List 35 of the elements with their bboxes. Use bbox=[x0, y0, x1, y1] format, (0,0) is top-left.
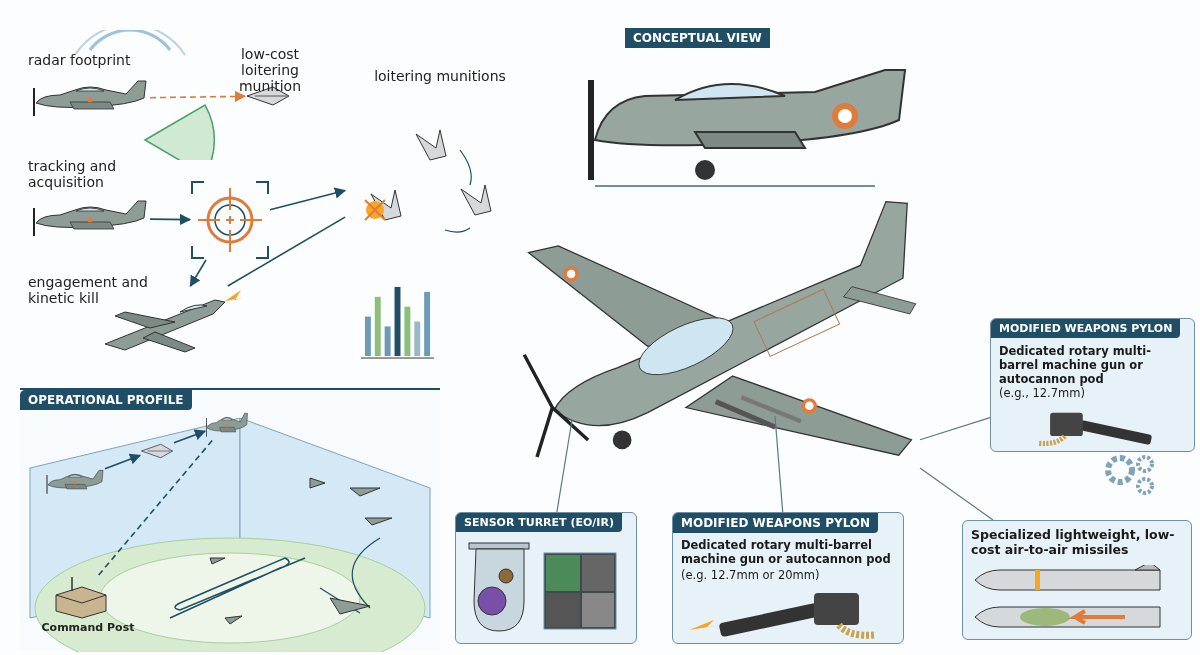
panel-text: Dedicated rotary multi-barrel machine gun or autocannon pod bbox=[681, 539, 892, 567]
callout-panel bbox=[962, 520, 1192, 640]
drone-icon bbox=[140, 442, 174, 460]
node-label: low-cost loitering munition bbox=[237, 46, 303, 95]
arrow bbox=[189, 259, 207, 287]
panel-text: Specialized lightweight, low-cost air-to-air missiles bbox=[971, 527, 1176, 557]
node-label: loitering munitions bbox=[373, 68, 507, 85]
target-reticle-icon bbox=[190, 180, 270, 260]
node-label: radar footprint bbox=[28, 52, 132, 69]
leader-line bbox=[919, 417, 991, 441]
aircraft-icon bbox=[205, 410, 249, 440]
node-label: Command Post bbox=[40, 622, 136, 635]
arrow bbox=[269, 187, 347, 211]
leader-line bbox=[919, 467, 994, 521]
callout-panel bbox=[672, 512, 904, 644]
panel-text: Dedicated rotary multi-barrel machine gun or autocannon pod bbox=[999, 345, 1152, 387]
connector-line bbox=[227, 216, 346, 287]
command-post-icon bbox=[52, 577, 110, 619]
panel-heading: OPERATIONAL PROFILE bbox=[20, 390, 192, 410]
aircraft-icon bbox=[45, 467, 105, 497]
node-label: engagement and kinetic kill bbox=[28, 274, 149, 307]
node-label: tracking and acquisition bbox=[28, 158, 118, 191]
arrow bbox=[149, 90, 247, 103]
panel-heading: MODIFIED WEAPONS PYLON bbox=[991, 319, 1181, 338]
arrow bbox=[104, 453, 142, 470]
leader-line bbox=[556, 419, 573, 513]
callout-panel bbox=[455, 512, 637, 644]
section-tag: CONCEPTUAL VIEW bbox=[625, 28, 770, 48]
panel-heading: SENSOR TURRET (EO/IR) bbox=[456, 513, 622, 532]
arrow bbox=[149, 213, 192, 226]
arrow bbox=[173, 429, 207, 444]
panel-note: (e.g. 12.7mm or 20mm) bbox=[681, 569, 821, 583]
callout-panel bbox=[990, 318, 1195, 452]
panel-note: (e.g., 12.7mm) bbox=[999, 387, 1086, 401]
panel-heading: MODIFIED WEAPONS PYLON bbox=[673, 513, 879, 533]
